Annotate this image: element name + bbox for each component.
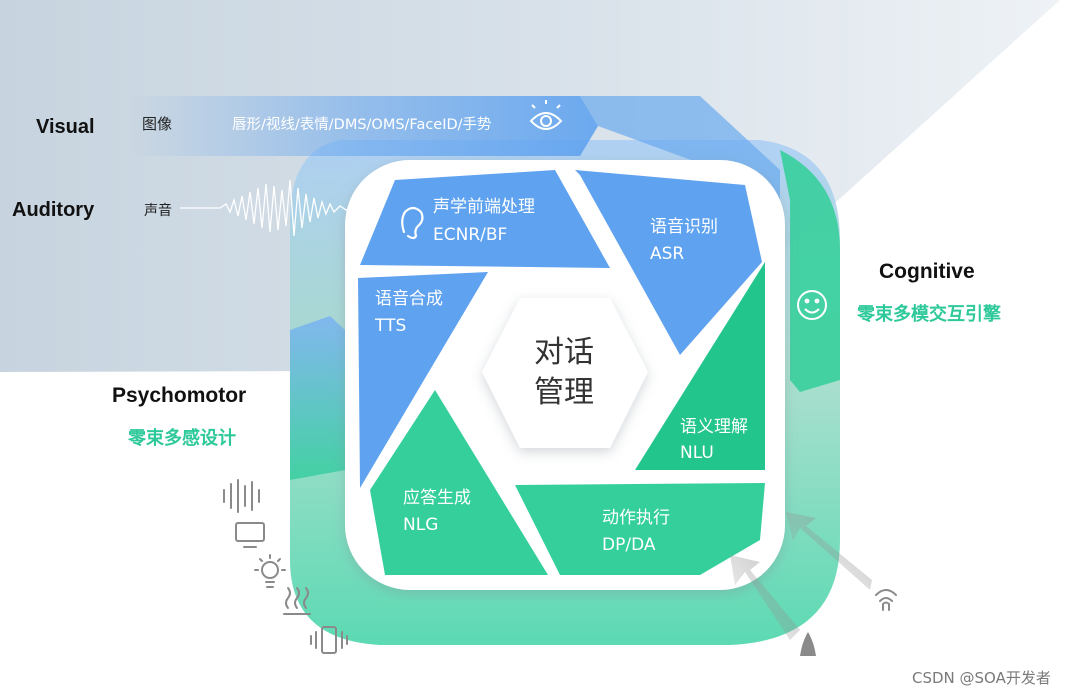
nlg-label-cn: 应答生成 <box>403 488 471 508</box>
segment-acoustic[interactable] <box>360 170 610 268</box>
visual-label-cn: 图像 <box>142 115 172 133</box>
psychomotor-band <box>290 316 345 480</box>
cognitive-label: Cognitive <box>879 260 975 283</box>
waveform-icon <box>180 179 380 237</box>
heat-icon <box>283 587 311 615</box>
rocket-icon <box>800 632 816 656</box>
vibration-icon <box>310 626 348 654</box>
nlu-label-cn: 语义理解 <box>680 417 748 437</box>
lightbulb-icon <box>254 554 286 588</box>
incoming-arrows <box>730 512 872 640</box>
eye-icon <box>529 100 563 130</box>
sound-bars-icon <box>223 479 260 513</box>
psychomotor-label-cn: 零束多感设计 <box>127 427 236 449</box>
asr-label-cn: 语音识别 <box>650 217 718 237</box>
center-hexagon <box>482 298 648 448</box>
segment-asr[interactable] <box>575 170 762 355</box>
dp-label-cn: 动作执行 <box>602 508 670 528</box>
auditory-label-cn: 声音 <box>144 202 172 219</box>
tts-label-en: TTS <box>374 316 406 336</box>
segment-nlu[interactable] <box>635 262 765 470</box>
asr-label-en: ASR <box>650 244 684 264</box>
acoustic-label-en: ECNR/BF <box>433 225 507 245</box>
visual-detail: 唇形/视线/表情/DMS/OMS/FaceID/手势 <box>232 116 492 133</box>
center-line1: 对话 <box>534 335 594 370</box>
segment-nlg[interactable] <box>370 390 548 575</box>
screen-icon <box>235 522 265 548</box>
segment-tts[interactable] <box>358 272 488 488</box>
visual-beam <box>130 96 598 156</box>
dp-label-en: DP/DA <box>602 535 656 555</box>
cognitive-label-cn: 零束多模交互引擎 <box>856 303 1001 325</box>
visual-beam-turn <box>580 96 780 210</box>
auditory-label: Auditory <box>12 199 95 221</box>
acoustic-label-cn: 声学前端处理 <box>433 197 535 217</box>
ear-icon <box>401 206 424 240</box>
nlg-label-en: NLG <box>403 515 438 535</box>
smile-icon <box>797 290 827 320</box>
nlu-label-en: NLU <box>680 443 714 463</box>
center-line2: 管理 <box>534 375 594 410</box>
watermark: CSDN @SOA开发者 <box>912 669 1051 687</box>
visual-label: Visual <box>36 116 95 138</box>
right-margin <box>1060 0 1080 693</box>
psychomotor-label: Psychomotor <box>112 384 246 407</box>
tts-label-cn: 语音合成 <box>375 289 443 309</box>
signal-icon <box>875 589 897 611</box>
cognitive-band <box>780 150 840 392</box>
segment-dp[interactable] <box>515 483 765 575</box>
